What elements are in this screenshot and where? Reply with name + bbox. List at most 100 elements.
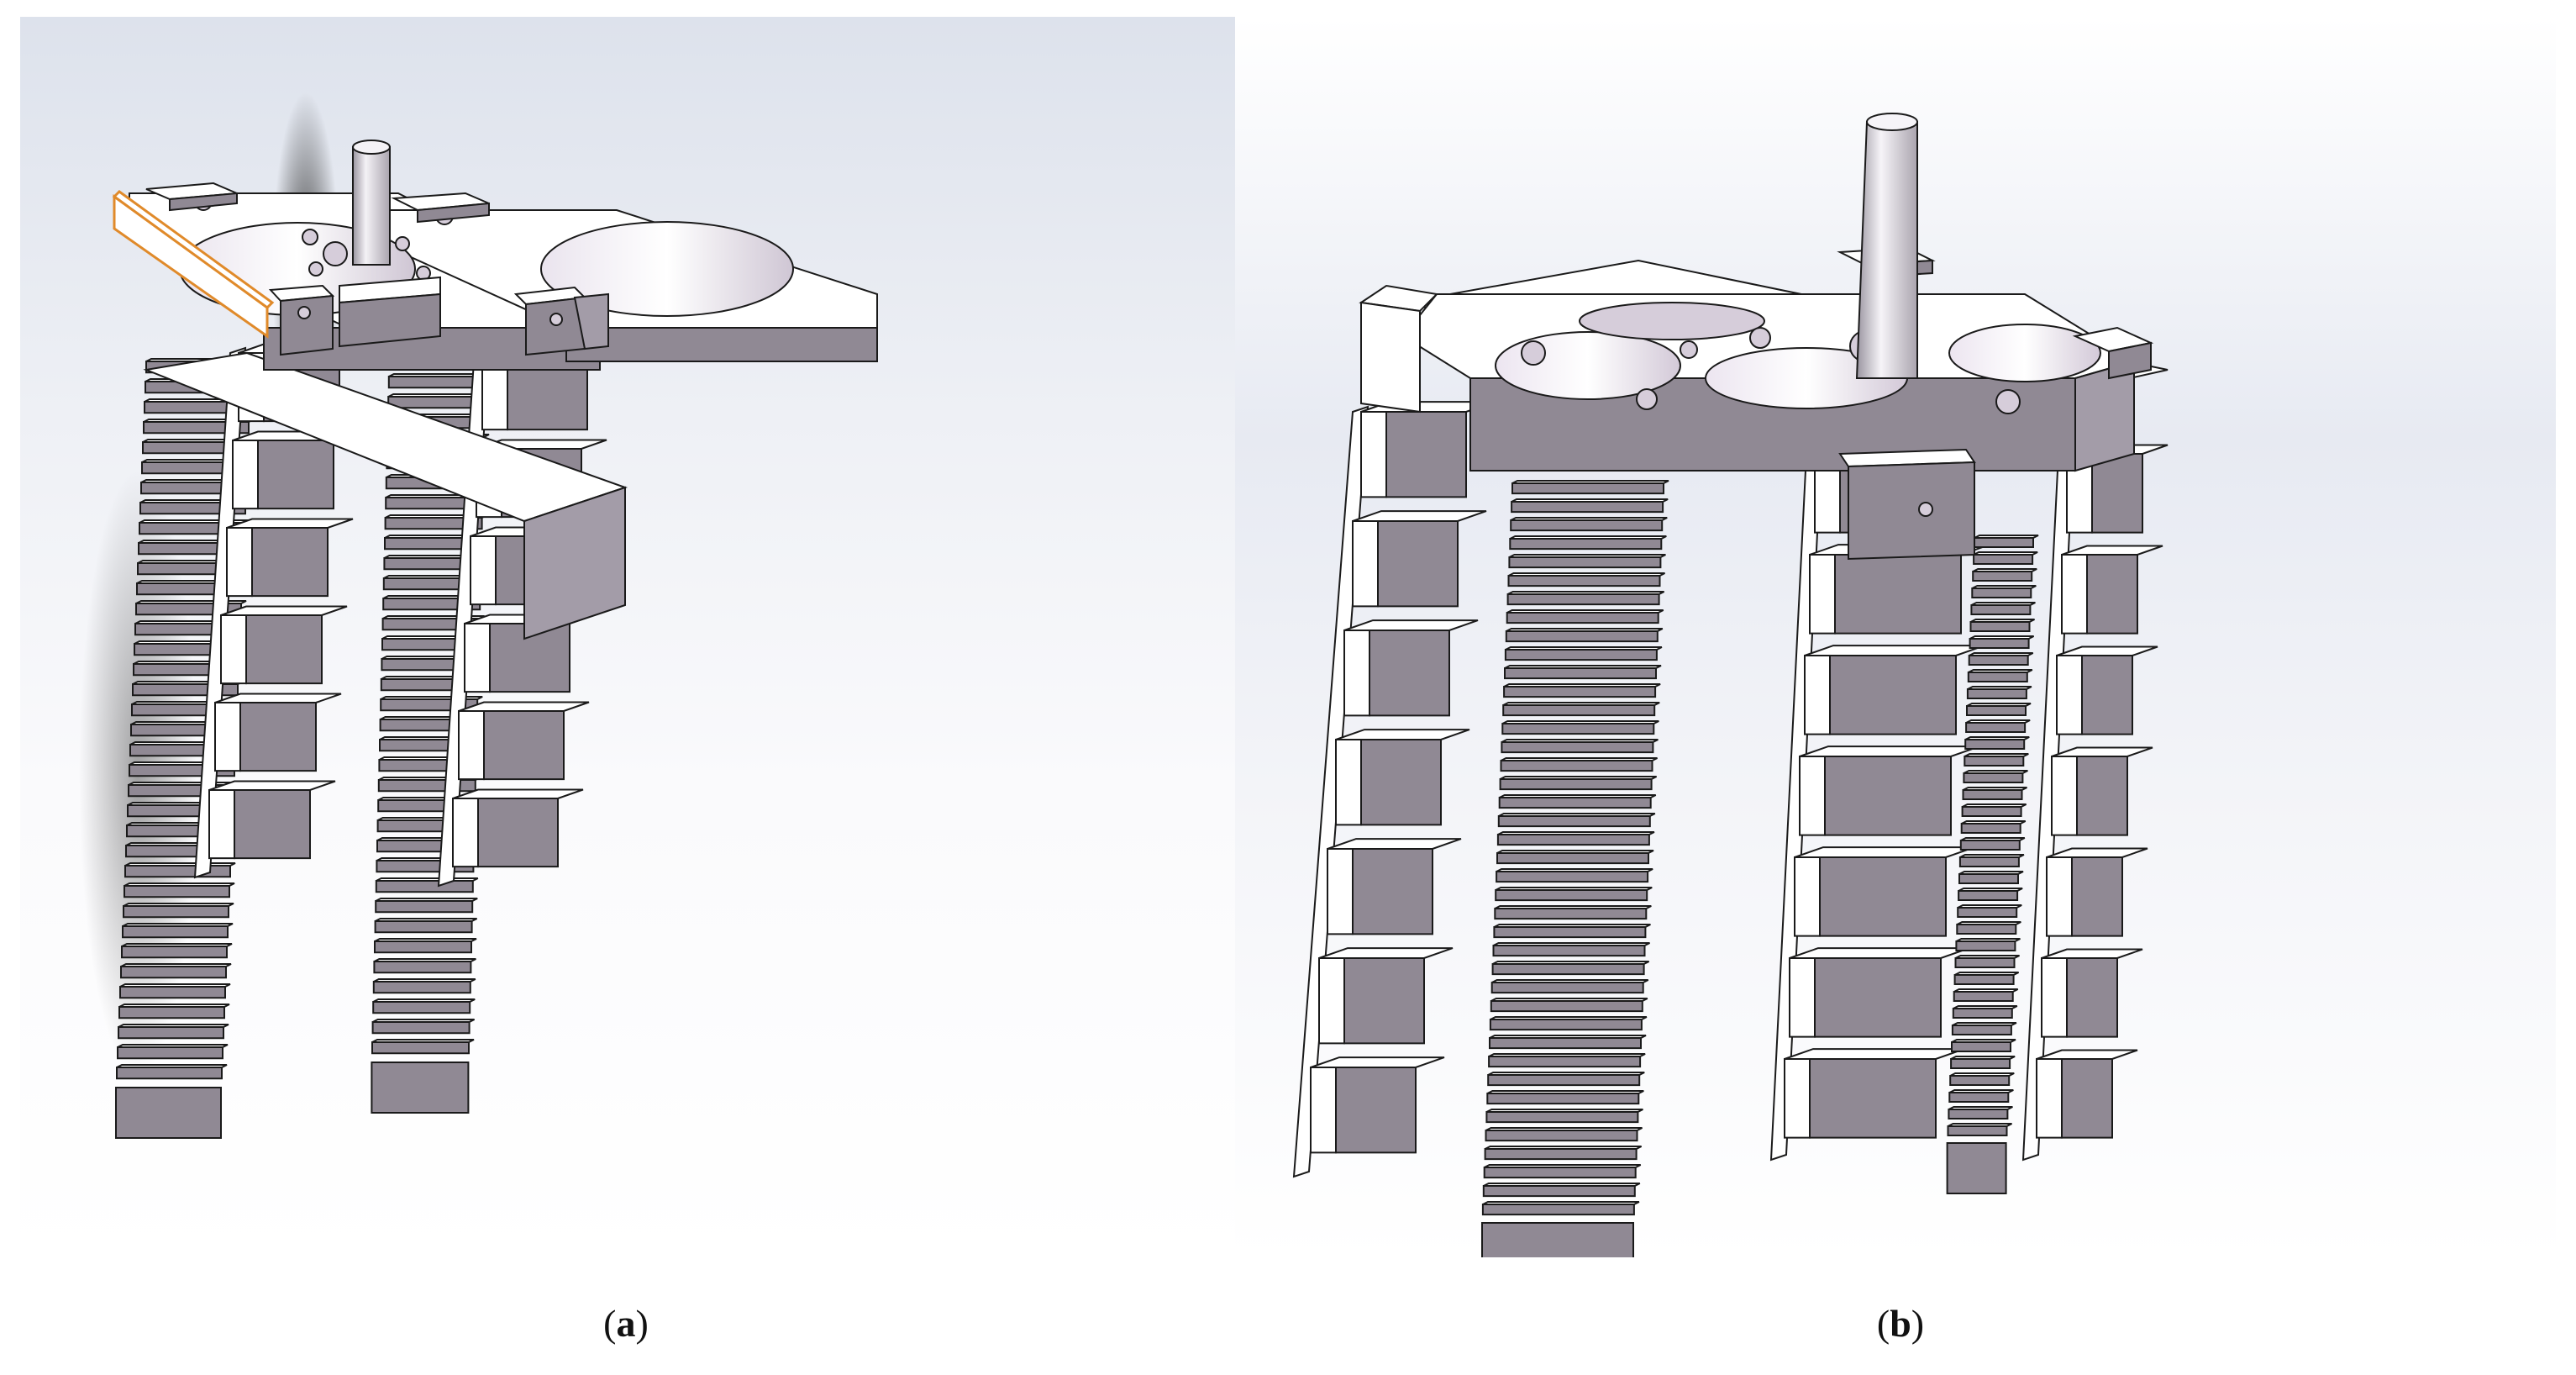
fin-side bbox=[2051, 756, 2078, 836]
fin-front bbox=[1343, 957, 1425, 1045]
thin-fin-top bbox=[1511, 480, 1669, 484]
fin-top bbox=[208, 780, 336, 791]
thin-fin-top bbox=[123, 903, 234, 907]
thin-fin bbox=[1973, 554, 2034, 565]
thin-fin bbox=[1963, 772, 2024, 783]
thin-fin bbox=[372, 1001, 471, 1014]
fin-front bbox=[1352, 848, 1433, 935]
thin-fin bbox=[120, 966, 227, 979]
thin-fin bbox=[375, 880, 474, 893]
cad-view-panel-b bbox=[1235, 17, 2556, 1257]
thin-fin-top bbox=[1949, 1072, 2015, 1077]
thin-fin-top bbox=[1956, 921, 2021, 925]
fin-front bbox=[234, 789, 311, 860]
fin-front bbox=[2066, 957, 2118, 1038]
fin-top bbox=[2036, 1049, 2138, 1060]
thin-fin-top bbox=[1492, 961, 1650, 965]
thin-fin-top bbox=[1948, 1106, 2013, 1110]
fin-stack-center-right bbox=[1946, 535, 2039, 1194]
thin-fin bbox=[1494, 908, 1648, 920]
thin-fin bbox=[1951, 1041, 2011, 1052]
thin-fin bbox=[1487, 1074, 1641, 1087]
fin-front bbox=[2071, 856, 2123, 937]
thin-fin-top bbox=[121, 943, 233, 947]
thin-fin bbox=[1958, 873, 2019, 884]
fin-top bbox=[1327, 838, 1462, 850]
thin-fin bbox=[1964, 739, 2026, 750]
fin-side bbox=[470, 535, 497, 606]
fin-top bbox=[1794, 846, 1975, 858]
thin-fin bbox=[1971, 587, 2032, 598]
thin-fin bbox=[1504, 667, 1657, 680]
fin-side bbox=[1310, 1067, 1337, 1154]
thin-fin-top bbox=[1948, 1089, 2014, 1093]
thin-fin-top bbox=[1482, 1201, 1640, 1205]
fin-base-block bbox=[1481, 1222, 1634, 1257]
thin-fin bbox=[1953, 991, 2014, 1002]
thin-fin bbox=[1504, 649, 1658, 661]
thin-fin bbox=[1502, 704, 1656, 717]
thin-fin bbox=[116, 1067, 223, 1080]
thin-fin-top bbox=[1491, 979, 1649, 983]
thin-fin-top bbox=[1485, 1146, 1643, 1150]
panel-label-b: (b) bbox=[1876, 1302, 1925, 1345]
fin-column-left bbox=[1292, 401, 1496, 1178]
fin-column-right bbox=[2021, 444, 2169, 1162]
thin-fin-top bbox=[1494, 905, 1652, 909]
thin-fin bbox=[1960, 823, 2021, 834]
thin-fin bbox=[1490, 1000, 1643, 1013]
thin-fin bbox=[1483, 1167, 1637, 1179]
fin-front bbox=[239, 702, 317, 772]
thin-fin bbox=[1974, 537, 2034, 548]
fin-side bbox=[1804, 655, 1831, 735]
thin-fin-top bbox=[1954, 972, 2020, 976]
thin-fin bbox=[1489, 1037, 1642, 1050]
fin-base-block bbox=[1946, 1142, 2007, 1194]
thin-fin-top bbox=[1971, 585, 2037, 589]
fin-front bbox=[1369, 630, 1450, 717]
thin-fin-top bbox=[373, 958, 476, 962]
thin-fin-top bbox=[1490, 998, 1648, 1002]
thin-fin bbox=[117, 1046, 223, 1060]
thin-fin-top bbox=[375, 918, 478, 922]
thin-fin-top bbox=[1507, 591, 1665, 595]
fin-front bbox=[2061, 1058, 2113, 1139]
fin-base-block bbox=[115, 1087, 222, 1139]
fin-side bbox=[1352, 520, 1379, 608]
thin-fin bbox=[1948, 1109, 2009, 1119]
fin-side bbox=[464, 623, 491, 693]
thin-fin-top bbox=[1493, 942, 1650, 946]
thin-fin-top bbox=[1970, 619, 2035, 623]
thin-fin bbox=[119, 986, 226, 999]
thin-fin-top bbox=[122, 923, 234, 927]
fin-front bbox=[1360, 739, 1442, 826]
thin-fin-top bbox=[1963, 787, 2027, 791]
thin-fin-top bbox=[1501, 720, 1659, 724]
fin-top bbox=[1799, 745, 1980, 757]
thin-fin-top bbox=[1508, 572, 1665, 577]
thin-fin-top bbox=[1499, 794, 1657, 798]
fin-side bbox=[1335, 739, 1362, 826]
thin-fin-top bbox=[376, 877, 479, 882]
thin-fin bbox=[1970, 604, 2032, 615]
thin-fin-top bbox=[1948, 1123, 2012, 1127]
thin-fin bbox=[387, 376, 486, 389]
thin-fin bbox=[1481, 1204, 1635, 1216]
thin-fin bbox=[1969, 638, 2030, 649]
thin-fin-top bbox=[1487, 1072, 1645, 1076]
thin-fin bbox=[1972, 571, 2033, 582]
thin-fin bbox=[1503, 686, 1657, 698]
fin-top bbox=[1789, 947, 1970, 959]
fin-side bbox=[214, 702, 241, 772]
thin-fin bbox=[121, 946, 228, 959]
fin-side bbox=[1784, 1058, 1811, 1139]
thin-fin-top bbox=[372, 1019, 476, 1023]
fin-side bbox=[2056, 655, 2083, 735]
thin-fin-top bbox=[380, 696, 483, 700]
fin-front bbox=[1335, 1067, 1417, 1154]
fin-top bbox=[2061, 545, 2163, 556]
base-plate bbox=[1359, 246, 2169, 561]
thin-fin bbox=[1967, 672, 2028, 682]
thin-fin bbox=[371, 1021, 471, 1035]
thin-fin bbox=[1490, 982, 1644, 994]
